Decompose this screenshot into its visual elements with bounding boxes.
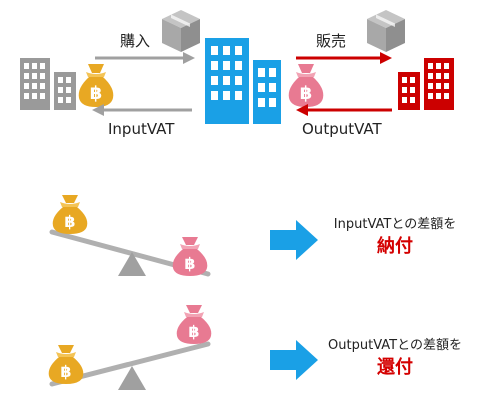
- sales-arrow-icon: [296, 52, 392, 64]
- output-vat-label: OutputVAT: [302, 120, 382, 138]
- svg-text:฿: ฿: [184, 254, 195, 273]
- svg-text:฿: ฿: [60, 362, 71, 381]
- input-vat-label: InputVAT: [108, 120, 175, 138]
- product-box-icon: [162, 10, 200, 52]
- balance-scale-icon: ฿ ฿: [49, 195, 211, 277]
- input-vat-arrow-icon: [92, 104, 192, 116]
- svg-text:฿: ฿: [300, 83, 313, 104]
- balance-scale-icon-2: ฿ ฿: [48, 305, 212, 390]
- svg-text:฿: ฿: [64, 212, 75, 231]
- purchase-arrow-icon: [95, 52, 195, 64]
- result-action-refund: 還付: [377, 357, 413, 378]
- coin-symbol: ฿: [90, 83, 103, 104]
- product-box-icon-2: [367, 10, 405, 52]
- result-action-pay: 納付: [377, 236, 413, 257]
- pink-money-bag-icon: ฿: [288, 64, 324, 107]
- output-vat-arrow-icon: [296, 104, 392, 116]
- result-arrow-icon-2: [270, 340, 318, 380]
- sales-label: 販売: [316, 32, 347, 50]
- result-description-pay: InputVATとの差額を: [333, 217, 457, 232]
- supplier-building-icon: [20, 58, 76, 110]
- svg-text:฿: ฿: [188, 322, 199, 341]
- company-building-icon: [205, 38, 281, 124]
- result-description-refund: OutputVATとの差額を: [328, 338, 462, 353]
- result-arrow-icon: [270, 220, 318, 260]
- purchase-label: 購入: [120, 32, 151, 50]
- customer-building-icon: [398, 58, 454, 110]
- gold-money-bag-icon: ฿: [78, 64, 114, 107]
